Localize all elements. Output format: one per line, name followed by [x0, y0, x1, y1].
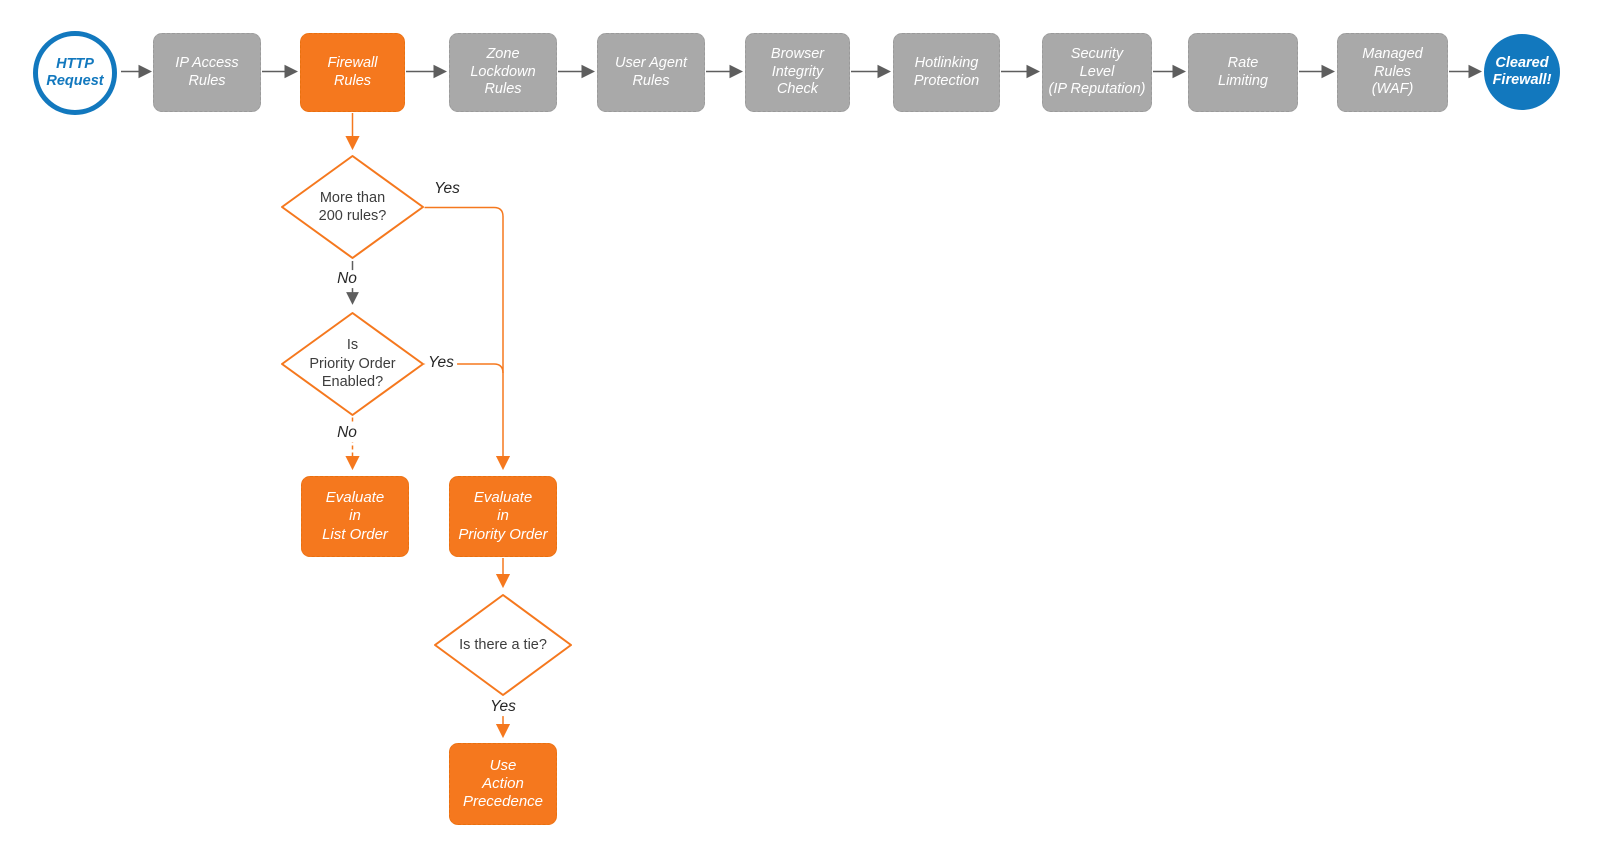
- diamond-shape: [281, 155, 424, 259]
- stage-label: Managed Rules (WAF): [1362, 45, 1423, 98]
- label-yes-priority-enabled: Yes: [425, 354, 457, 372]
- stage-firewall-rules: Firewall Rules: [300, 33, 405, 112]
- stage-security-level: Security Level (IP Reputation): [1042, 33, 1152, 112]
- label-no-priority-enabled: No: [334, 424, 360, 442]
- decision-label: Is Priority Order Enabled?: [309, 337, 396, 391]
- stage-label: Hotlinking Protection: [913, 54, 980, 89]
- stage-label: User Agent Rules: [615, 54, 687, 89]
- decision-priority-order-enabled: Is Priority Order Enabled?: [280, 311, 425, 417]
- decision-label: More than 200 rules?: [318, 189, 387, 224]
- diamond-shape: [281, 312, 424, 416]
- decision-is-there-a-tie: Is there a tie?: [433, 593, 573, 697]
- action-label: Use Action Precedence: [462, 756, 544, 811]
- stage-rate-limiting: Rate Limiting: [1188, 33, 1298, 112]
- stage-ip-access-rules: IP Access Rules: [153, 33, 261, 112]
- label-no-more-than-200: No: [334, 270, 360, 288]
- action-evaluate-priority-order: Evaluate in Priority Order: [449, 476, 557, 557]
- node-cleared-firewall: Cleared Firewall!: [1484, 34, 1560, 110]
- node-http-request: HTTP Request: [33, 31, 117, 115]
- action-label: Evaluate in List Order: [322, 489, 388, 543]
- stage-label: Browser Integrity Check: [770, 45, 825, 98]
- stage-browser-integrity-check: Browser Integrity Check: [745, 33, 850, 112]
- stage-zone-lockdown-rules: Zone Lockdown Rules: [449, 33, 557, 112]
- decision-more-than-200-rules: More than 200 rules?: [280, 154, 425, 260]
- decision-label: Is there a tie?: [459, 636, 547, 653]
- label-yes-more-than-200: Yes: [431, 180, 463, 198]
- stage-user-agent-rules: User Agent Rules: [597, 33, 705, 112]
- action-use-action-precedence: Use Action Precedence: [449, 743, 557, 825]
- node-label: Cleared Firewall!: [1492, 54, 1552, 88]
- stage-label: Rate Limiting: [1218, 54, 1268, 89]
- stage-label: IP Access Rules: [175, 54, 239, 89]
- label-yes-tie: Yes: [487, 698, 519, 716]
- stage-managed-rules-waf: Managed Rules (WAF): [1337, 33, 1448, 112]
- node-label: HTTP Request: [46, 55, 104, 89]
- stage-label: Security Level (IP Reputation): [1048, 45, 1146, 98]
- action-label: Evaluate in Priority Order: [458, 489, 548, 543]
- stage-label: Firewall Rules: [327, 54, 378, 89]
- stage-label: Zone Lockdown Rules: [470, 45, 536, 98]
- action-evaluate-list-order: Evaluate in List Order: [301, 476, 409, 557]
- diamond-shape: [434, 594, 572, 696]
- stage-hotlinking-protection: Hotlinking Protection: [893, 33, 1000, 112]
